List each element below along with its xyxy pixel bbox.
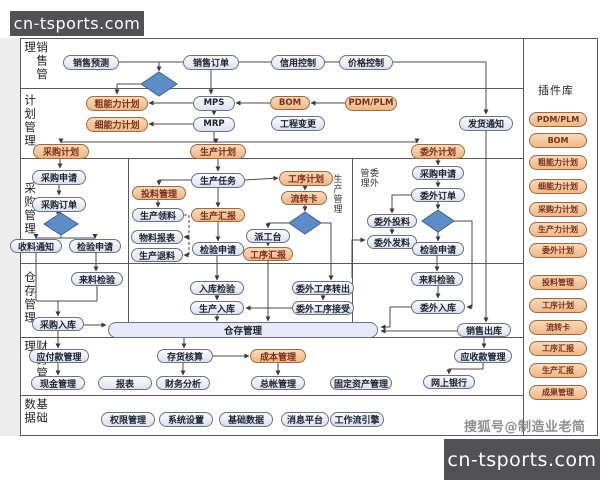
node-purchase_order: 采购订单 bbox=[32, 196, 86, 212]
node-eng_change: 工程变更 bbox=[271, 115, 325, 131]
node-payables: 应付款管理 bbox=[29, 349, 89, 363]
node-sales_out: 销售出库 bbox=[457, 323, 511, 337]
sohu-credit-watermark: 搜狐号@制造业老简 bbox=[464, 420, 586, 435]
lane-label-3: 采购管理 bbox=[23, 181, 38, 236]
node-purchase_request: 采购申请 bbox=[32, 169, 86, 185]
node-production_return: 生产退料 bbox=[131, 248, 183, 262]
node-mrp: MRP bbox=[193, 116, 235, 132]
node-outsource_plan: 委外计划 bbox=[411, 143, 465, 159]
plugin-item-10: 流转卡 bbox=[529, 319, 587, 335]
node-production_report: 生产汇报 bbox=[191, 208, 245, 222]
node-online_bank: 网上银行 bbox=[423, 375, 475, 389]
plugin-item-2: BOM bbox=[529, 132, 587, 148]
plugin-item-12: 生产汇报 bbox=[529, 362, 587, 378]
node-purchase_request_ow: 采购申请 bbox=[412, 166, 464, 180]
lane-label-1: 销售管理 bbox=[23, 41, 50, 82]
node-flow_card: 流转卡 bbox=[281, 191, 327, 205]
node-warehouse_bar: 仓存管理 bbox=[108, 322, 378, 338]
node-sales_order: 销售订单 bbox=[183, 54, 239, 70]
node-outsource_feed: 委外投料 bbox=[367, 214, 417, 228]
node-purchase_plan: 采购计划 bbox=[33, 143, 89, 159]
sub-section-production: 生产管理 bbox=[331, 174, 342, 214]
node-inspect_request_pur: 检验申请 bbox=[69, 239, 121, 253]
node-receive_notice: 收料通知 bbox=[10, 239, 62, 253]
node-inventory_acct: 存货核算 bbox=[157, 349, 213, 363]
node-cost_mgmt: 成本管理 bbox=[250, 349, 306, 363]
decision-diamond-1 bbox=[140, 71, 178, 97]
plugin-item-8: 投料管理 bbox=[529, 274, 587, 290]
node-delivery_notice: 发货通知 bbox=[459, 115, 513, 131]
node-outsource_issue: 委外发料 bbox=[367, 235, 417, 249]
node-feeding_mgmt: 投料管理 bbox=[132, 186, 186, 200]
node-rough_capacity: 粗能力计划 bbox=[86, 95, 148, 111]
node-outsource_in: 委外入库 bbox=[411, 300, 465, 314]
node-msg_platform: 消息平台 bbox=[281, 411, 329, 427]
plugin-item-3: 粗能力计划 bbox=[529, 154, 587, 170]
lane-label-6: 基础数据 bbox=[23, 398, 50, 425]
node-outsource_proc_out: 委外工序转出 bbox=[292, 281, 354, 295]
node-process_report: 工序汇报 bbox=[243, 247, 293, 261]
node-fixed_assets: 固定资产管理 bbox=[330, 376, 392, 390]
node-production_picking: 生产领料 bbox=[132, 208, 184, 222]
node-fine_capacity: 细能力计划 bbox=[86, 116, 148, 132]
node-bom: BOM bbox=[270, 96, 310, 110]
decision-diamond-3 bbox=[288, 211, 322, 235]
node-outsource_order: 委外订单 bbox=[411, 188, 465, 202]
node-purchase_in: 采购入库 bbox=[32, 317, 84, 331]
node-warehouse_inspect: 入库检验 bbox=[190, 281, 244, 295]
node-incoming_inspect_pur: 来料检验 bbox=[71, 272, 123, 286]
plugin-item-1: PDM/PLM bbox=[529, 111, 587, 127]
plugin-item-13: 成果管理 bbox=[529, 384, 587, 400]
node-report: 报表 bbox=[98, 376, 152, 390]
node-inspect_request_prod: 检验申请 bbox=[192, 242, 244, 256]
watermark-bottom-right: cn-tsports.com bbox=[444, 439, 600, 480]
plugin-item-9: 工序计划 bbox=[529, 297, 587, 313]
decision-diamond-4 bbox=[421, 209, 455, 233]
node-production_plan: 生产计划 bbox=[190, 143, 246, 159]
watermark-top-left: cn-tsports.com bbox=[10, 11, 144, 36]
node-production_in: 生产入库 bbox=[190, 301, 244, 315]
plugin-item-11: 工序汇报 bbox=[529, 340, 587, 356]
lane-label-4: 仓存管理 bbox=[23, 271, 38, 325]
node-cash_mgmt: 现金管理 bbox=[31, 376, 85, 390]
node-credit_control: 信用控制 bbox=[271, 54, 325, 70]
plugin-item-6: 生产力计划 bbox=[529, 221, 587, 237]
node-inspect_request_ow: 检验申请 bbox=[412, 242, 464, 256]
lane-label-2: 计划管理 bbox=[23, 94, 38, 148]
plugin-item-4: 细能力计划 bbox=[529, 178, 587, 194]
node-price_control: 价格控制 bbox=[339, 54, 393, 70]
decision-diamond-2 bbox=[43, 212, 79, 236]
plugin-library-title: 插件库 bbox=[538, 84, 574, 97]
plugin-item-5: 采购力计划 bbox=[529, 201, 587, 217]
node-perm_mgmt: 权限管理 bbox=[101, 411, 155, 427]
node-production_task: 生产任务 bbox=[191, 172, 245, 188]
node-workflow: 工作流引擎 bbox=[330, 411, 384, 427]
node-outsource_proc_in: 委外工序接受 bbox=[292, 301, 354, 315]
plugin-item-7: 委外计划 bbox=[529, 242, 587, 258]
node-process_plan: 工序计划 bbox=[279, 170, 333, 186]
node-ledger: 总帐管理 bbox=[251, 376, 305, 390]
node-mps: MPS bbox=[193, 95, 235, 111]
node-receivables: 应收款管理 bbox=[454, 349, 512, 363]
node-sys_setting: 系统设置 bbox=[159, 411, 213, 427]
node-sales_forecast: 销售预测 bbox=[63, 54, 119, 70]
node-fin_analysis: 财务分析 bbox=[156, 376, 210, 390]
node-material_report: 物料报表 bbox=[131, 230, 183, 244]
sub-section-outsourcing: 委外管理 bbox=[358, 168, 378, 188]
node-dispatch_station: 派工台 bbox=[246, 229, 290, 243]
node-incoming_inspect_ow: 来料检验 bbox=[411, 272, 463, 286]
node-pdm_plm: PDM/PLM bbox=[345, 95, 397, 111]
node-base_data: 基础数据 bbox=[219, 411, 273, 427]
